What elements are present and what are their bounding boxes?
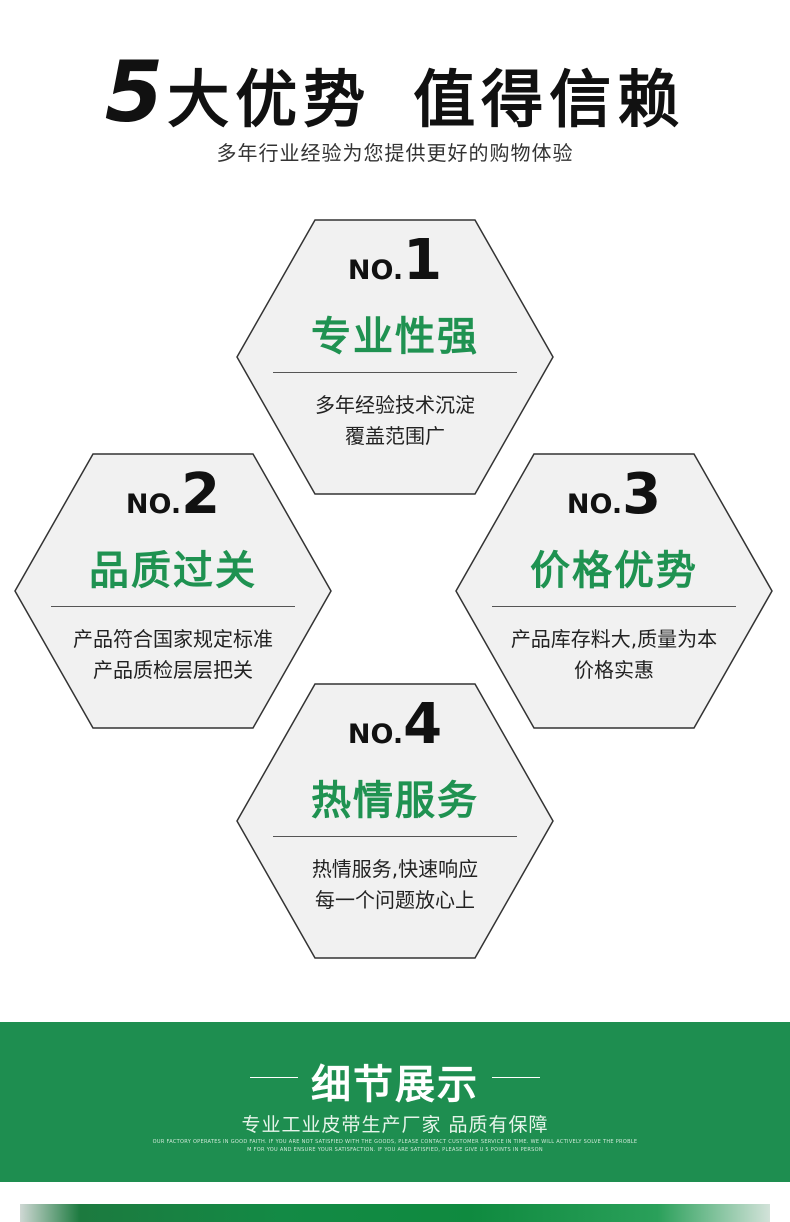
advantage-description: 产品符合国家规定标准 产品质检层层把关 (73, 627, 273, 682)
title-part-b: 值得信赖 (413, 63, 686, 136)
hexagon-shape (236, 683, 554, 959)
advantage-description: 多年经验技术沉淀 覆盖范围广 (315, 393, 475, 448)
hexagon-shape (14, 453, 332, 729)
advantage-card-4: NO.4 热情服务 热情服务,快速响应 每一个问题放心上 (235, 682, 555, 960)
banner-line-right (492, 1077, 540, 1078)
hexagon-shape (455, 453, 773, 729)
advantage-card-3: NO.3 价格优势 产品库存料大,质量为本 价格实惠 (454, 452, 774, 730)
advantage-number: NO.3 (566, 462, 662, 527)
advantage-card-2: NO.2 品质过关 产品符合国家规定标准 产品质检层层把关 (13, 452, 333, 730)
divider (492, 606, 736, 607)
banner-line-left (250, 1077, 298, 1078)
advantage-title: 价格优势 (530, 548, 698, 594)
advantage-description: 产品库存料大,质量为本 价格实惠 (510, 627, 718, 682)
banner-title: 细节展示 (311, 1062, 479, 1108)
header: 5大优势值得信赖 多年行业经验为您提供更好的购物体验 (0, 0, 790, 180)
advantage-title: 专业性强 (311, 314, 479, 360)
advantage-description: 热情服务,快速响应 每一个问题放心上 (311, 857, 479, 912)
banner-subtitle: 专业工业皮带生产厂家 品质有保障 (241, 1114, 549, 1136)
banner-fine-print-1: OUR FACTORY OPERATES IN GOOD FAITH. IF Y… (152, 1139, 638, 1145)
advantage-number: NO.1 (347, 228, 443, 293)
divider (273, 836, 517, 837)
title-number: 5 (104, 43, 164, 141)
page-subtitle: 多年行业经验为您提供更好的购物体验 (216, 141, 574, 165)
advantage-number: NO.2 (125, 462, 221, 527)
banner-fine-print-2: M FOR YOU AND ENSURE YOUR SATISFACTION. … (247, 1147, 543, 1153)
page-title: 5大优势值得信赖 (0, 50, 790, 140)
product-photo (20, 1204, 770, 1222)
title-part-a: 大优势 (167, 63, 372, 136)
hexagon-shape (236, 219, 554, 495)
divider (273, 372, 517, 373)
advantage-number: NO.4 (347, 692, 443, 757)
divider (51, 606, 295, 607)
advantage-title: 品质过关 (89, 548, 257, 594)
detail-banner: 细节展示 专业工业皮带生产厂家 品质有保障 OUR FACTORY OPERAT… (0, 1022, 790, 1182)
advantage-title: 热情服务 (311, 778, 479, 824)
advantage-card-1: NO.1 专业性强 多年经验技术沉淀 覆盖范围广 (235, 218, 555, 496)
